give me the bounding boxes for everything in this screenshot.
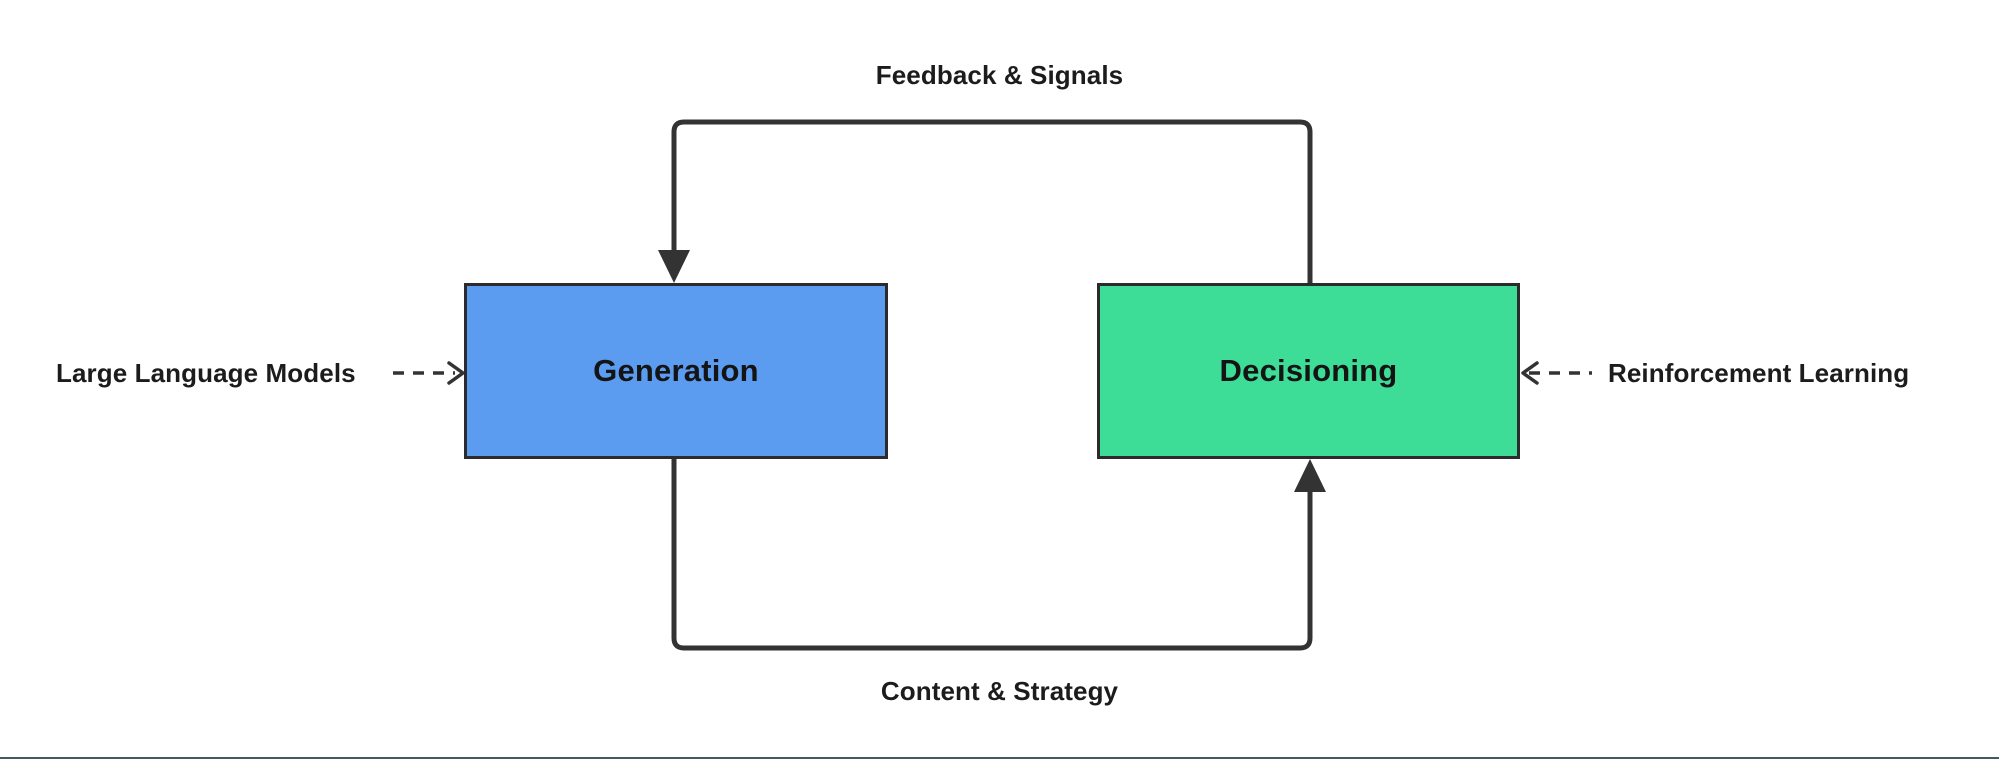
edge-feedback-signals — [658, 119, 1313, 283]
edge-label-feedback-signals: Feedback & Signals — [875, 60, 1124, 90]
edge-content-strategy — [671, 459, 1326, 651]
arrowhead-up-icon — [1294, 459, 1326, 492]
node-decisioning[interactable]: Decisioning — [1097, 283, 1520, 459]
node-decisioning-label: Decisioning — [1219, 353, 1398, 388]
arrowhead-down-icon — [658, 250, 690, 283]
bottom-divider — [0, 757, 1999, 759]
arrowhead-right-icon — [447, 361, 465, 385]
edge-label-reinforcement-learning: Reinforcement Learning — [1608, 358, 1910, 388]
edge-rl-input — [1521, 361, 1592, 385]
edge-label-content-strategy: Content & Strategy — [880, 676, 1119, 706]
node-generation-label: Generation — [593, 353, 759, 388]
arrowhead-left-icon — [1521, 361, 1539, 385]
edge-label-large-language-models: Large Language Models — [56, 358, 356, 388]
node-generation[interactable]: Generation — [464, 283, 888, 459]
edge-llm-input — [393, 361, 465, 385]
